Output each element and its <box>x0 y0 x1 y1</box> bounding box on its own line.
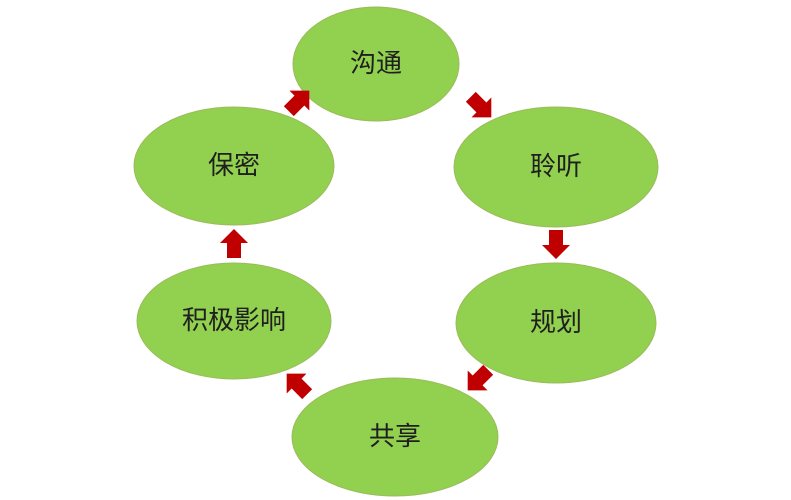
node-confidential: 保密 <box>133 106 335 226</box>
node-confidential-shape <box>133 106 335 226</box>
arrow-confidential-to-communicate-icon <box>283 90 310 117</box>
arrow-plan-to-share-icon <box>467 364 494 391</box>
node-plan-label: 规划 <box>530 308 582 338</box>
node-listen: 聆听 <box>453 106 659 228</box>
node-listen-shape <box>453 106 659 228</box>
node-influence-shape <box>136 262 332 380</box>
node-listen-label: 聆听 <box>530 152 582 182</box>
node-confidential-label: 保密 <box>208 151 260 181</box>
node-communicate-label: 沟通 <box>350 49 402 79</box>
arrow-share-to-influence-icon <box>286 373 313 400</box>
node-influence: 积极影响 <box>136 262 332 380</box>
node-plan: 规划 <box>455 262 657 384</box>
node-share-label: 共享 <box>369 422 421 452</box>
node-influence-label: 积极影响 <box>182 306 286 336</box>
node-communicate-shape <box>292 6 460 122</box>
node-communicate: 沟通 <box>292 6 460 122</box>
arrow-influence-to-confidential-icon <box>220 229 248 258</box>
node-share: 共享 <box>291 377 499 497</box>
arrow-listen-to-plan-icon <box>542 230 570 259</box>
arrow-communicate-to-listen-icon <box>465 91 492 118</box>
node-share-shape <box>291 377 499 497</box>
node-plan-shape <box>455 262 657 384</box>
